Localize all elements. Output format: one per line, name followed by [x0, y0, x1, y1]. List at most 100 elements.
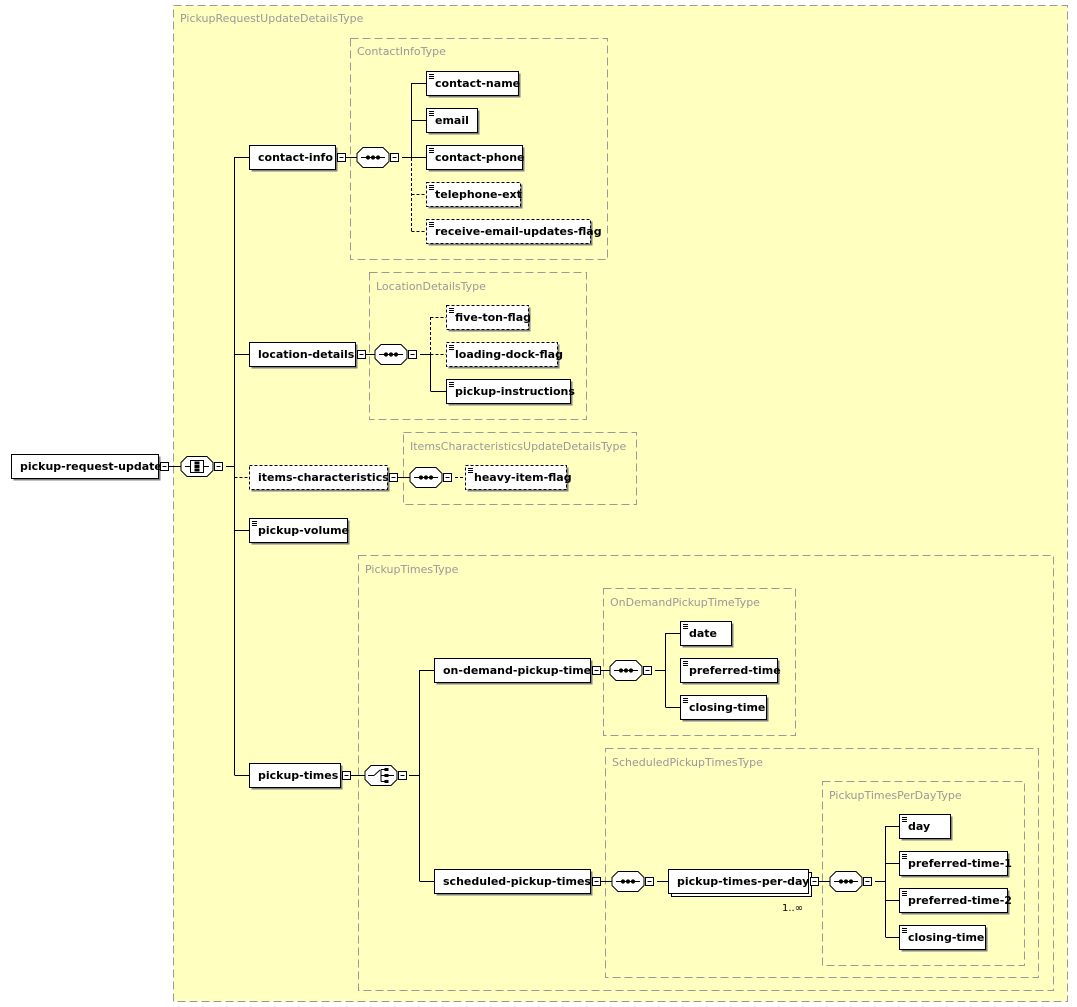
element-box — [680, 621, 732, 646]
element-box — [434, 658, 591, 683]
compositor-toggle-icon[interactable] — [214, 462, 223, 471]
element-label: loading-dock-flag — [455, 348, 563, 361]
element-label: telephone-ext — [435, 188, 522, 201]
element-heavy-item-flag[interactable]: heavy-item-flag — [465, 465, 572, 492]
simple-content-icon — [902, 891, 907, 896]
element-contact-info[interactable]: contact-info — [249, 145, 338, 172]
element-box — [899, 925, 986, 950]
element-preferred-time-2[interactable]: preferred-time-2 — [899, 888, 1012, 915]
element-label: five-ton-flag — [455, 311, 531, 324]
collapse-toggle-icon[interactable] — [389, 473, 398, 482]
compositor-toggle-icon[interactable] — [443, 473, 452, 482]
element-pickup-instructions[interactable]: pickup-instructions — [446, 379, 576, 406]
element-label: heavy-item-flag — [474, 471, 572, 484]
sequence-icon — [834, 879, 858, 884]
element-location-details[interactable]: location-details — [249, 342, 358, 369]
pickup-times-per-day-cardinality: 1..∞ — [782, 903, 803, 914]
contact-info-type-label: ContactInfoType — [357, 45, 446, 58]
element-label: date — [689, 627, 717, 640]
simple-content-icon — [429, 222, 434, 227]
collapse-toggle-icon[interactable] — [337, 153, 346, 162]
sequence-icon — [379, 352, 403, 357]
element-scheduled-pickup-times[interactable]: scheduled-pickup-times — [434, 869, 593, 896]
simple-content-icon — [429, 148, 434, 153]
collapse-toggle-icon[interactable] — [342, 771, 351, 780]
element-email[interactable]: email — [426, 108, 480, 135]
sequence-icon — [614, 668, 638, 673]
element-box — [426, 219, 591, 244]
simple-content-icon — [252, 521, 257, 526]
element-closing-time-2[interactable]: closing-time — [899, 925, 988, 952]
element-label: contact-phone — [435, 151, 525, 164]
element-preferred-time[interactable]: preferred-time — [680, 658, 781, 685]
collapse-toggle-icon[interactable] — [810, 877, 819, 886]
compositor-toggle-icon[interactable] — [398, 771, 407, 780]
sequence-icon — [361, 155, 385, 160]
simple-content-icon — [683, 624, 688, 629]
sequence-icon — [616, 879, 640, 884]
simple-content-icon — [683, 661, 688, 666]
element-closing-time[interactable]: closing-time — [680, 695, 769, 722]
element-label: pickup-instructions — [455, 385, 575, 398]
simple-content-icon — [429, 185, 434, 190]
element-box — [249, 465, 388, 490]
element-label: preferred-time-2 — [908, 894, 1012, 907]
collapse-toggle-icon[interactable] — [357, 350, 366, 359]
element-box — [249, 518, 348, 543]
element-box — [668, 869, 809, 894]
element-root[interactable]: pickup-request-update — [11, 454, 162, 481]
element-label: receive-email-updates-flag — [435, 225, 602, 238]
simple-content-icon — [429, 111, 434, 116]
connectors — [165, 83, 899, 938]
compositor-toggle-icon[interactable] — [408, 350, 417, 359]
simple-content-icon — [902, 854, 907, 859]
element-box — [249, 763, 341, 788]
element-label: location-details — [258, 348, 355, 361]
element-items-characteristics[interactable]: items-characteristics — [249, 465, 390, 492]
element-label: items-characteristics — [258, 471, 389, 484]
element-telephone-ext[interactable]: telephone-ext — [426, 182, 523, 209]
element-five-ton-flag[interactable]: five-ton-flag — [446, 305, 532, 332]
per-day-type-label: PickupTimesPerDayType — [829, 789, 962, 802]
element-on-demand-pickup-time[interactable]: on-demand-pickup-time — [434, 658, 593, 685]
element-label: pickup-times — [258, 769, 339, 782]
element-box — [434, 869, 591, 894]
collapse-toggle-icon[interactable] — [160, 462, 169, 471]
simple-content-icon — [449, 345, 454, 350]
element-date[interactable]: date — [680, 621, 734, 648]
element-box — [426, 145, 523, 170]
element-box — [249, 145, 336, 170]
element-label: day — [908, 820, 930, 833]
element-box — [899, 851, 1008, 876]
element-box — [249, 342, 356, 367]
element-contact-phone[interactable]: contact-phone — [426, 145, 525, 172]
element-label: pickup-request-update — [20, 460, 162, 473]
element-box — [426, 108, 478, 133]
element-preferred-time-1[interactable]: preferred-time-1 — [899, 851, 1012, 878]
location-details-type-label: LocationDetailsType — [376, 280, 486, 293]
element-box — [680, 695, 767, 720]
compositor-toggle-icon[interactable] — [390, 153, 399, 162]
element-pickup-volume[interactable]: pickup-volume — [249, 518, 350, 545]
compositor-toggle-icon[interactable] — [645, 877, 654, 886]
element-contact-name[interactable]: contact-name — [426, 71, 521, 98]
element-pickup-times-per-day[interactable]: pickup-times-per-day — [668, 869, 812, 897]
collapse-toggle-icon[interactable] — [592, 877, 601, 886]
scheduled-type-label: ScheduledPickupTimesType — [612, 756, 763, 769]
element-label: closing-time — [689, 701, 765, 714]
element-label: contact-name — [435, 77, 520, 90]
element-label: contact-info — [258, 151, 333, 164]
simple-content-icon — [902, 817, 907, 822]
element-box — [446, 342, 558, 367]
element-box — [446, 305, 529, 330]
collapse-toggle-icon[interactable] — [592, 666, 601, 675]
element-pickup-times[interactable]: pickup-times — [249, 763, 343, 790]
element-loading-dock-flag[interactable]: loading-dock-flag — [446, 342, 563, 369]
compositor-toggle-icon[interactable] — [643, 666, 652, 675]
compositor-toggle-icon[interactable] — [863, 877, 872, 886]
element-day[interactable]: day — [899, 814, 953, 841]
element-box — [426, 71, 519, 96]
element-label: preferred-time-1 — [908, 857, 1012, 870]
element-receive-email-updates-flag[interactable]: receive-email-updates-flag — [426, 219, 602, 246]
